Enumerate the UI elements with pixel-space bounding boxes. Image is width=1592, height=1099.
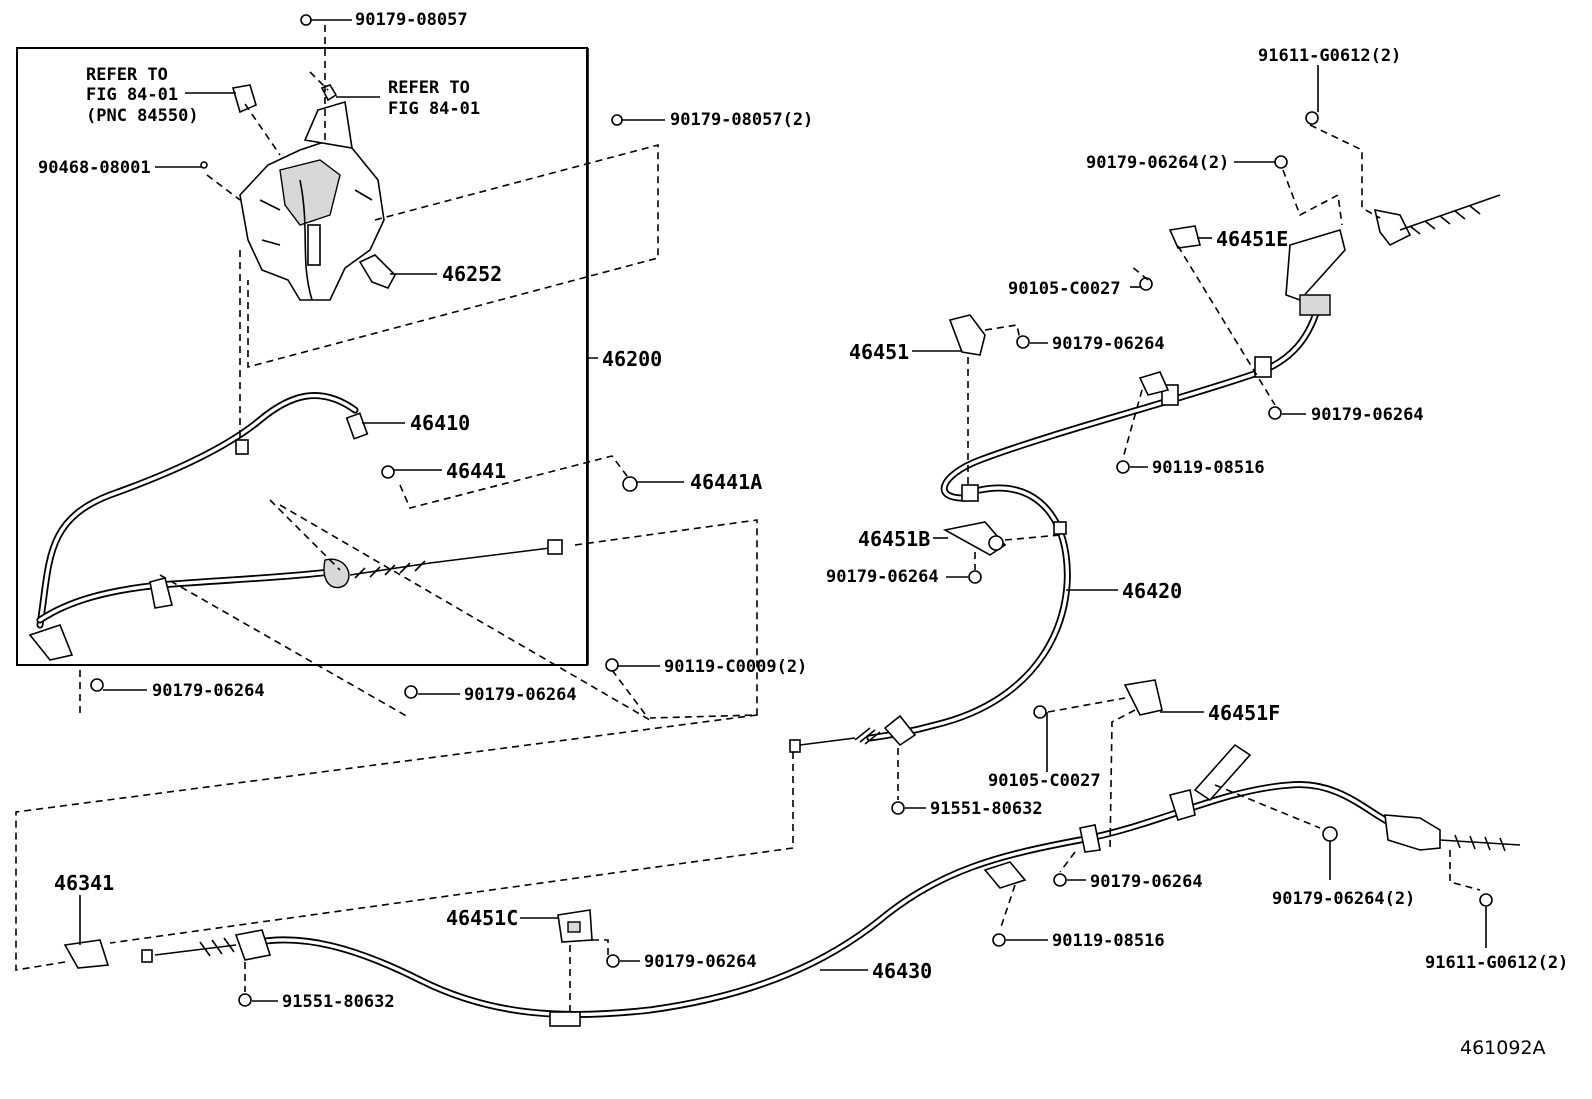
label-90119-08516-top: 90119-08516 <box>1152 458 1265 478</box>
label-90468-08001: 90468-08001 <box>38 158 151 178</box>
label-46441A: 46441A <box>690 470 762 494</box>
refer-note-right-line2: FIG 84-01 <box>388 99 480 119</box>
label-46200: 46200 <box>602 347 662 371</box>
label-46451: 46451 <box>849 340 909 364</box>
label-90179-06264-g: 90179-06264 <box>1090 872 1203 892</box>
label-90179-06264-2-bottom: 90179-06264(2) <box>1272 889 1415 909</box>
label-46451C: 46451C <box>446 906 518 930</box>
pedal-assembly-frame <box>16 47 588 666</box>
label-46252: 46252 <box>442 262 502 286</box>
fasteners <box>90 111 1493 1007</box>
label-90105-C0027-top: 90105-C0027 <box>1008 279 1121 299</box>
label-46451F: 46451F <box>1208 701 1280 725</box>
label-90179-06264-d: 90179-06264 <box>1311 405 1424 425</box>
label-91551-80632-bottom: 91551-80632 <box>282 992 395 1012</box>
label-90119-08516-bottom: 90119-08516 <box>1052 931 1165 951</box>
label-46341: 46341 <box>54 871 114 895</box>
figure-id: 461092A <box>1460 1037 1546 1059</box>
front-cable-46410 <box>28 392 395 661</box>
label-91611-G0612-2-top: 91611-G0612(2) <box>1258 46 1401 66</box>
label-91551-80632-mid: 91551-80632 <box>930 799 1043 819</box>
parking-brake-pedal-assembly <box>200 14 623 301</box>
clamp-46451-mount <box>961 484 979 502</box>
dashed-reference-lines <box>15 25 1481 1012</box>
bracket-cable-46420 <box>1138 371 1170 396</box>
bracket-46341 <box>63 939 110 969</box>
clamp-46451B <box>942 521 1007 556</box>
part-labels: REFER TO FIG 84-01 (PNC 84550) REFER TO … <box>38 10 1568 1059</box>
label-46451E: 46451E <box>1216 227 1288 251</box>
refer-note-left-line1: REFER TO <box>86 65 168 85</box>
label-46441: 46441 <box>446 459 506 483</box>
label-46410: 46410 <box>410 411 470 435</box>
rear-cable-46430 <box>141 743 1521 1027</box>
clamp-46451 <box>948 314 986 356</box>
label-90179-06264-a: 90179-06264 <box>152 681 265 701</box>
refer-note-left-line2: FIG 84-01 <box>86 85 178 105</box>
label-90179-06264-f: 90179-06264 <box>644 952 757 972</box>
label-90179-06264-c: 90179-06264 <box>1052 334 1165 354</box>
leader-lines <box>79 19 1487 1002</box>
equalizer-cable <box>36 539 563 624</box>
label-90179-06264-2-top: 90179-06264(2) <box>1086 153 1229 173</box>
label-90179-08057-top: 90179-08057 <box>355 10 468 30</box>
label-91611-G0612-2-bottom: 91611-G0612(2) <box>1425 953 1568 973</box>
label-46430: 46430 <box>872 959 932 983</box>
label-90119-C0009-2: 90119-C0009(2) <box>664 657 807 677</box>
label-46451B: 46451B <box>858 527 930 551</box>
label-46420: 46420 <box>1122 579 1182 603</box>
refer-note-left-line3: (PNC 84550) <box>86 106 199 126</box>
label-90179-08057-2: 90179-08057(2) <box>670 110 813 130</box>
rear-cable-46420 <box>789 194 1501 753</box>
clamp-46451E <box>1168 225 1202 249</box>
clamp-46451C <box>557 909 593 943</box>
label-90105-C0027-bottom: 90105-C0027 <box>988 771 1101 791</box>
clamp-46451F <box>1123 679 1163 716</box>
label-90179-06264-e: 90179-06264 <box>826 567 939 587</box>
label-90179-06264-b: 90179-06264 <box>464 685 577 705</box>
refer-note-right-line1: REFER TO <box>388 78 470 98</box>
